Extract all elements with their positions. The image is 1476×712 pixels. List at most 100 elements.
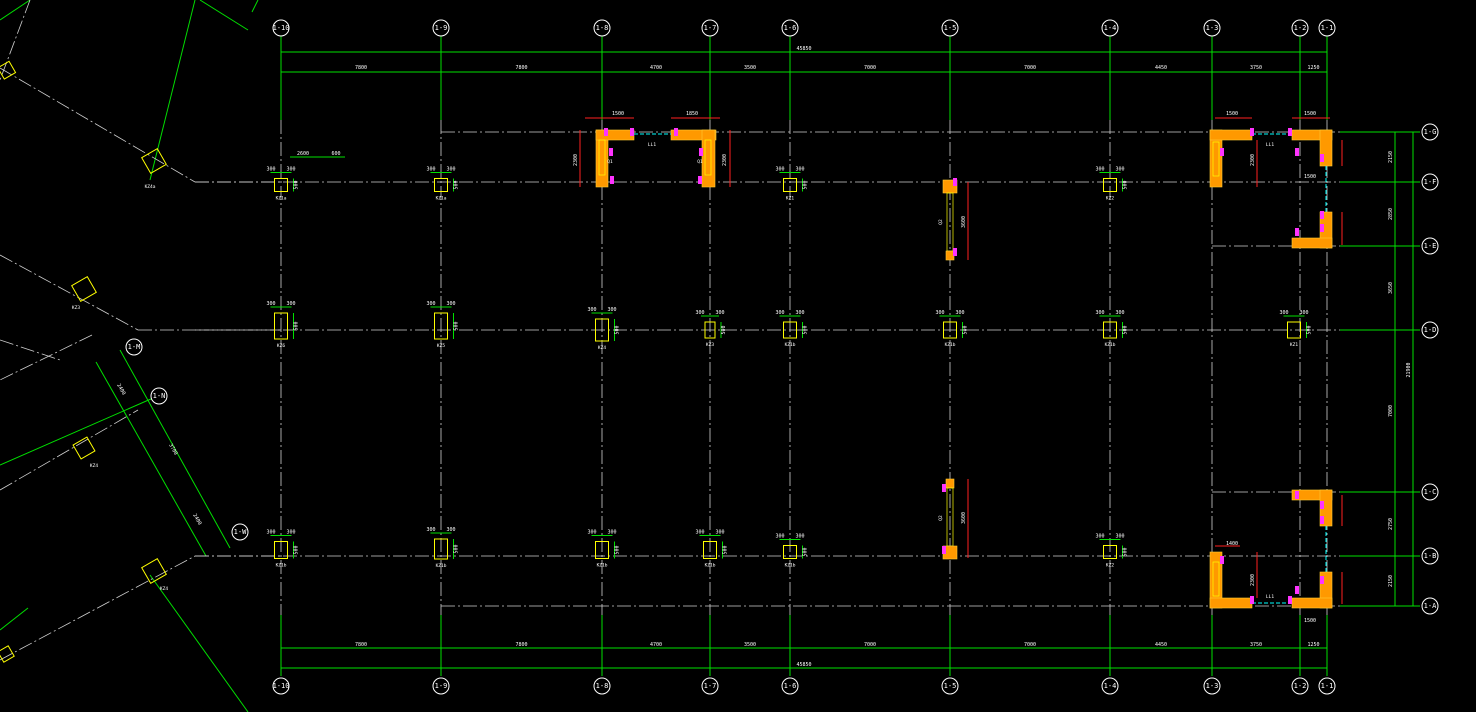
bottom-span-dim: 7800	[355, 642, 367, 648]
top-span-dim: 1250	[1307, 65, 1319, 71]
axis-bubble-1-2: 1-2	[1291, 677, 1309, 695]
column-dim: 500	[1307, 325, 1313, 334]
column-outline	[595, 541, 609, 559]
column-dim: 300	[775, 310, 784, 316]
wing-dim-line	[95, 361, 207, 557]
axis-bubble-1-w: 1-W	[231, 523, 249, 541]
rebar-mark	[1288, 128, 1292, 136]
svg-text:1-10: 1-10	[273, 682, 290, 690]
axis-bubble-1-3: 1-3	[1203, 19, 1221, 37]
column-dim: 300	[1095, 310, 1104, 316]
bottom-span-dim: 7000	[1024, 642, 1036, 648]
column-dim: 500	[294, 321, 300, 330]
column-dim: 300	[266, 530, 275, 536]
wall-dim: 1400	[1226, 541, 1238, 547]
bottom-total-dim: 45850	[796, 662, 811, 668]
wing-axis-line	[0, 339, 61, 361]
rebar-mark	[1320, 516, 1324, 524]
vertical-axis-lines	[280, 36, 1328, 676]
wall-dim: 1500	[1304, 618, 1316, 624]
axis-bubble-1-6: 1-6	[781, 677, 799, 695]
column-label: KZ1b	[945, 342, 956, 348]
column-label: KZ1b	[436, 563, 447, 569]
axis-bubble-1-b: 1-B	[1421, 547, 1439, 565]
wing-dim-line	[199, 0, 249, 31]
column-dim: 300	[1279, 310, 1288, 316]
wall-label: Q1	[607, 159, 613, 165]
axis-bubble-1-5: 1-5	[941, 19, 959, 37]
axis-bubble-1-6: 1-6	[781, 19, 799, 37]
axis-bubble-1-8: 1-8	[593, 19, 611, 37]
axis-bubble-1-2: 1-2	[1291, 19, 1309, 37]
wall-label: Q1	[697, 159, 703, 165]
column-dim: 300	[955, 310, 964, 316]
column-dim: 300	[1115, 534, 1124, 540]
rebar-mark	[953, 178, 957, 186]
coupling-beam-label: LL1	[648, 142, 656, 148]
wing-dim-text: 2400	[115, 383, 126, 396]
column-dim: 300	[266, 167, 275, 173]
wing-dim-line	[149, 574, 249, 712]
bottom-span-dim: 4450	[1155, 642, 1167, 648]
wall-dim: 2300	[722, 154, 728, 166]
svg-text:1-B: 1-B	[1424, 552, 1437, 560]
column-outline	[595, 318, 609, 342]
right-span-dim: 2150	[1388, 151, 1394, 163]
svg-text:1-A: 1-A	[1424, 602, 1437, 610]
column-outline	[434, 538, 448, 560]
column-label: KZ2	[1106, 196, 1114, 202]
axis-bubble-1-9: 1-9	[432, 677, 450, 695]
column-dim: 300	[266, 301, 275, 307]
column-dim: 300	[795, 534, 804, 540]
top-span-dim: 4450	[1155, 65, 1167, 71]
rebar-mark	[1320, 501, 1324, 509]
shear-wall-segment	[595, 129, 635, 141]
shear-wall-segment	[670, 129, 717, 141]
top-span-dim: 3750	[1250, 65, 1262, 71]
wing-axis-line	[0, 409, 139, 491]
column-dim: 500	[615, 545, 621, 554]
column-dim: 500	[1123, 547, 1129, 556]
column-dim: 300	[1095, 167, 1104, 173]
rebar-mark	[1288, 596, 1292, 604]
axis-bubble-1-5: 1-5	[941, 677, 959, 695]
column-dim: 300	[587, 307, 596, 313]
wall-dim: 3600	[961, 216, 967, 228]
column-dim: 300	[1095, 534, 1104, 540]
column-dim: 300	[446, 301, 455, 307]
bottom-span-dim: 1250	[1307, 642, 1319, 648]
wall-label: Q2	[938, 219, 944, 225]
svg-text:1-W: 1-W	[234, 528, 247, 536]
bottom-span-dim: 7800	[515, 642, 527, 648]
svg-text:1-4: 1-4	[1104, 682, 1117, 690]
svg-text:1-2: 1-2	[1294, 24, 1307, 32]
wing-dim-line	[251, 0, 259, 13]
svg-text:1-9: 1-9	[435, 682, 448, 690]
bottom-span-dim: 7000	[864, 642, 876, 648]
column-outline	[943, 321, 957, 339]
axis-bubble-1-f: 1-F	[1421, 173, 1439, 191]
column-label: KZ1b	[1105, 342, 1116, 348]
right-span-dim: 7000	[1388, 405, 1394, 417]
wing-axis-line	[0, 0, 31, 81]
rebar-mark	[953, 248, 957, 256]
column-label: KZ6	[277, 343, 285, 349]
wing-column-label: KZ4a	[145, 184, 156, 190]
wing-axis-line	[0, 67, 196, 183]
svg-text:1-D: 1-D	[1424, 326, 1437, 334]
column-dim: 300	[286, 530, 295, 536]
wall-dim: 1500	[1304, 174, 1316, 180]
rebar-mark	[1320, 224, 1324, 232]
axis-bubble-1-8: 1-8	[593, 677, 611, 695]
right-total-dim: 21900	[1406, 362, 1412, 377]
axis-bubble-1-1: 1-1	[1318, 677, 1336, 695]
